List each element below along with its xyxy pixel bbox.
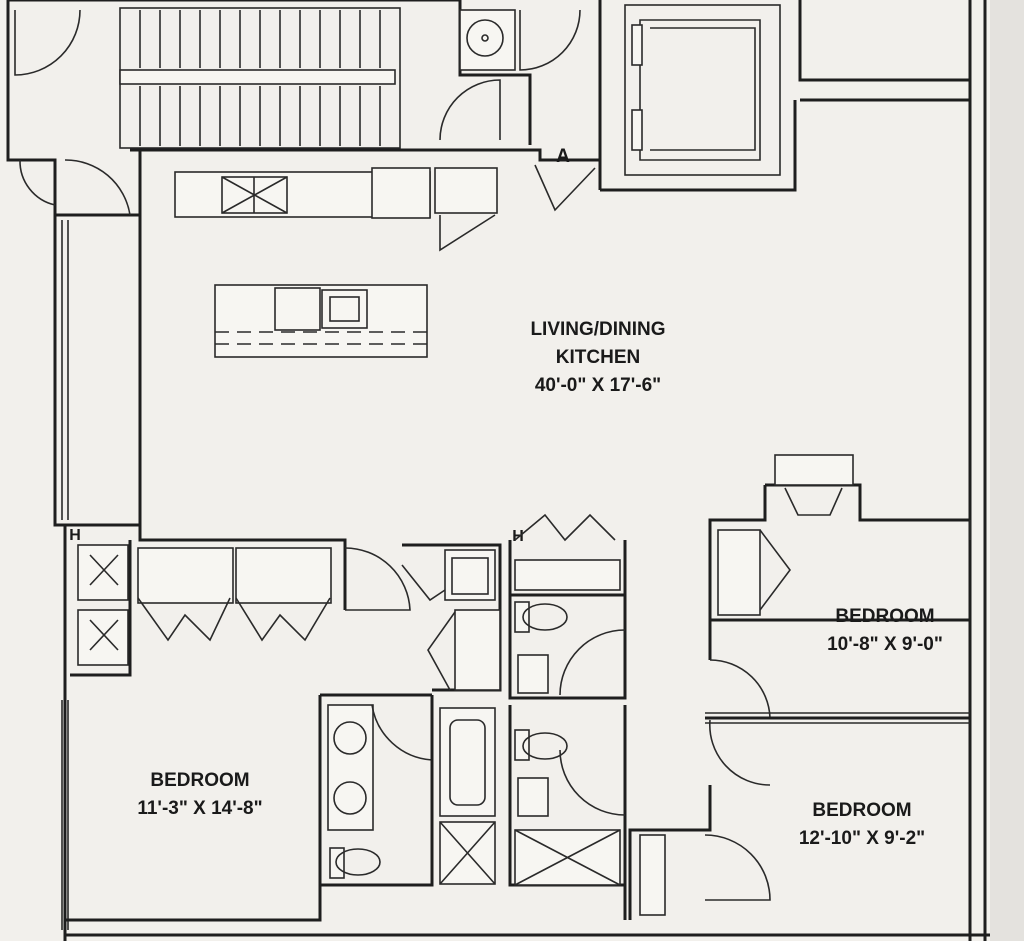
elevator — [598, 0, 781, 190]
page-edge — [990, 0, 1024, 941]
pantry-door — [439, 214, 496, 252]
pantry — [434, 167, 498, 214]
corridor-door — [439, 79, 501, 141]
stair-landing — [119, 69, 396, 85]
bedroom-2-size: 10'-8" X 9'-0" — [827, 634, 943, 655]
living-name-1: LIVING/DINING — [530, 319, 665, 340]
closet-door-3 — [137, 597, 231, 642]
bedroom-1-label: BEDROOM 11'-3" X 14'-8" — [137, 770, 262, 819]
living-name-2: KITCHEN — [556, 347, 640, 368]
living-room-label: LIVING/DINING KITCHEN 40'-0" X 17'-6" — [530, 319, 665, 396]
stair-door — [14, 9, 81, 76]
sink — [321, 289, 368, 329]
kitchen-island — [214, 284, 428, 358]
closet-door-5 — [401, 564, 446, 602]
dryer — [77, 609, 129, 666]
shaft-door — [519, 9, 581, 71]
bedroom-1-door — [344, 547, 411, 611]
bath-door-3 — [559, 749, 626, 816]
center-cluster: H — [401, 513, 627, 692]
bedroom-2-label: BEDROOM 10'-8" X 9'-0" — [827, 606, 943, 655]
closet-door-8 — [759, 529, 791, 611]
toilet-1 — [335, 848, 381, 876]
bedroom-3-bath — [508, 705, 627, 887]
bath-door-2 — [559, 629, 626, 696]
toilet-2 — [522, 603, 568, 631]
entry-door — [534, 164, 596, 212]
entry-marker-a: A — [556, 146, 570, 167]
bedroom-2-door — [709, 659, 771, 719]
bedroom-1-name: BEDROOM — [150, 770, 249, 791]
bedroom-3-label: BEDROOM 12'-10" X 9'-2" — [799, 800, 925, 849]
unit-entry[interactable]: A — [534, 146, 596, 212]
bedroom-3-size: 12'-10" X 9'-2" — [799, 828, 925, 849]
closet-2 — [717, 529, 761, 616]
kitchen-counter — [174, 167, 498, 252]
west-window — [61, 220, 69, 520]
bathtub — [439, 707, 496, 817]
exterior-walls — [6, 0, 990, 941]
sink-3 — [517, 777, 549, 817]
washer — [77, 544, 129, 601]
closet-door-4 — [235, 597, 331, 642]
closet-door-6 — [427, 611, 456, 691]
vanity — [327, 704, 374, 831]
bedroom-3-walls — [623, 719, 771, 920]
living-size: 40'-0" X 17'-6" — [535, 375, 661, 396]
stair-core — [8, 0, 600, 162]
closet-door-9 — [704, 834, 771, 901]
closet-3 — [639, 834, 666, 916]
bath-door — [371, 704, 433, 761]
bedroom-2-name: BEDROOM — [835, 606, 934, 627]
toilet-3 — [522, 732, 568, 760]
bedroom-3-name: BEDROOM — [812, 800, 911, 821]
hall-bath — [508, 595, 627, 700]
h-marker-left: H — [69, 527, 81, 544]
refrigerator — [371, 167, 431, 219]
closet-door — [64, 159, 131, 216]
fireplace — [774, 454, 854, 486]
stair-treads — [139, 10, 381, 146]
bedroom-1-size: 11'-3" X 14'-8" — [137, 798, 262, 819]
bedroom-1-closets: H — [65, 523, 347, 677]
bedroom-3-door — [709, 719, 771, 786]
closet-door-2 — [19, 159, 56, 206]
bedroom-2-walls — [705, 454, 971, 724]
sink-2 — [517, 654, 549, 694]
west-window-2 — [61, 700, 69, 930]
bedroom-1-bath — [65, 693, 496, 922]
closet-door-7 — [514, 513, 616, 542]
